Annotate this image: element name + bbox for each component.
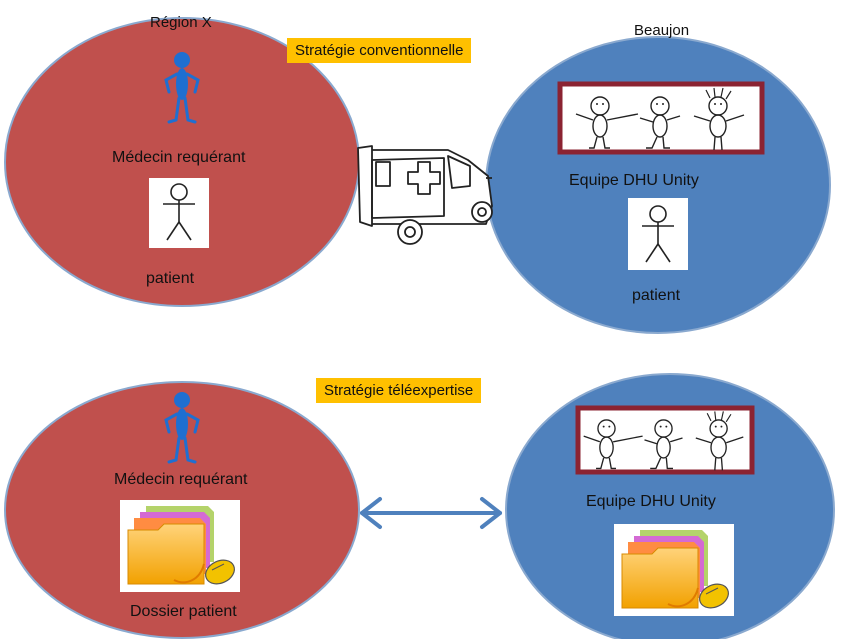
team-frame [557,81,765,155]
region-x-label: Région X [150,14,212,31]
doctor-label-bottom: Médecin requérant [114,471,248,488]
doctor-label: Médecin requérant [112,149,246,166]
folder-mouse-icon [613,523,735,617]
double-arrow-icon [360,497,502,529]
team-label: Equipe DHU Unity [569,172,699,189]
beaujon-label: Beaujon [634,22,690,39]
folder-mouse-icon [119,499,241,593]
ambulance-icon [357,145,493,245]
conventional-strategy-banner: Stratégie conventionnelle [287,38,472,63]
team-frame [575,405,755,475]
patient-label-right: patient [632,287,681,304]
team-label-bottom: Equipe DHU Unity [586,493,716,510]
patient-file-label: Dossier patient [130,603,237,620]
patient-label: patient [146,270,195,287]
teleexpertise-strategy-banner: Stratégie téléexpertise [316,378,482,403]
